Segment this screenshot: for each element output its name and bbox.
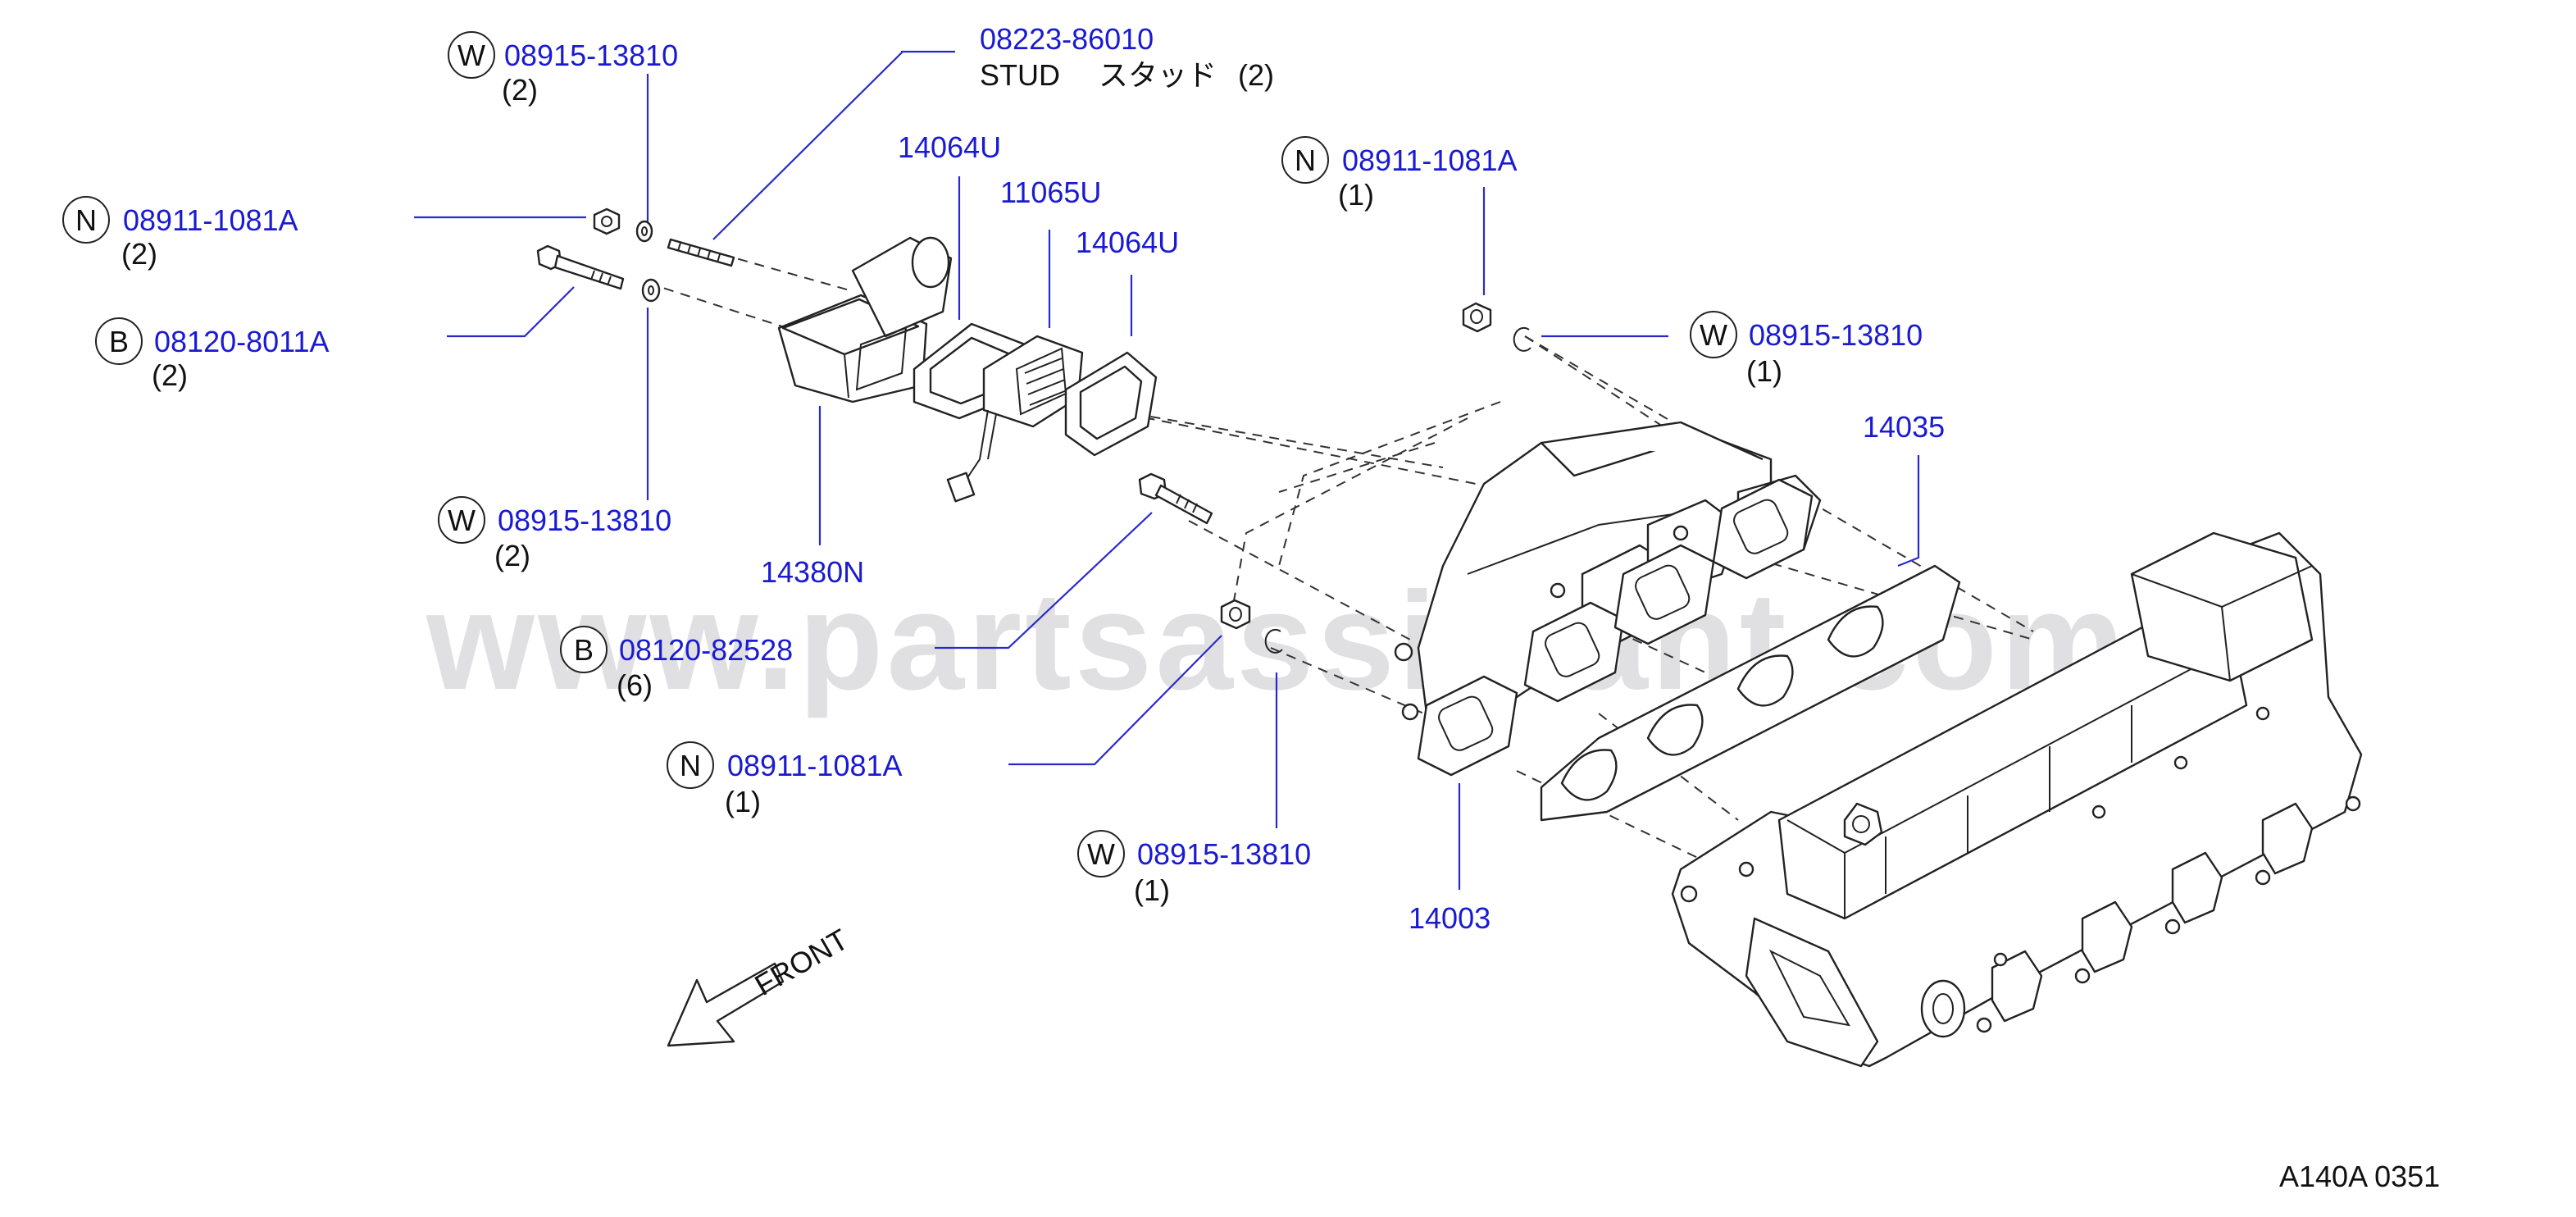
badge-b: B xyxy=(574,633,594,667)
callout-w-top: W 08915-13810 (2) xyxy=(448,31,678,107)
part-number-11065u: 11065U xyxy=(1000,175,1101,209)
part-number-14064u-a: 14064U xyxy=(898,130,1001,164)
manifold-gasket xyxy=(1540,564,1961,822)
part-number: 08915-13810 xyxy=(1749,318,1923,352)
part-qty: (2) xyxy=(494,539,530,572)
badge-w: W xyxy=(1087,837,1115,871)
front-label: FRONT xyxy=(749,922,854,1002)
part-number: 08915-13810 xyxy=(498,504,671,537)
part-qty: (2) xyxy=(502,73,538,107)
callout-n-center: N 08911-1081A (1) xyxy=(667,741,903,818)
washer-icon xyxy=(635,220,653,243)
callout-stud: 08223-86010 STUD スタッド (2) xyxy=(980,22,1274,92)
part-number: 08911-1081A xyxy=(1342,144,1518,177)
leader-lines xyxy=(414,50,1920,890)
nut-icon xyxy=(593,207,621,235)
badge-b: B xyxy=(109,325,129,358)
washer-icon xyxy=(641,278,661,303)
part-number: 08120-82528 xyxy=(619,633,793,667)
bolt-icon xyxy=(536,244,625,290)
part-number-14380n: 14380N xyxy=(761,555,864,589)
callout-w-center: W 08915-13810 (1) xyxy=(1077,830,1311,907)
part-number-14035: 14035 xyxy=(1863,410,1945,444)
oil-cap-icon xyxy=(1843,802,1883,846)
bolt-icon xyxy=(1138,472,1213,525)
callout-w-mid-left: W 08915-13810 (2) xyxy=(438,496,671,572)
head-studs xyxy=(1680,706,2361,1033)
callouts: W 08915-13810 (2) 08223-86010 STUD スタッド … xyxy=(62,22,2440,1193)
part-number: 08120-8011A xyxy=(154,325,330,358)
part-qty: (1) xyxy=(1746,354,1782,388)
washer-icon xyxy=(1264,628,1283,654)
callout-n-left: N 08911-1081A (2) xyxy=(62,196,298,271)
hardware-parts xyxy=(536,207,1531,654)
part-qty: (2) xyxy=(121,237,157,271)
manifold-flanges xyxy=(1417,478,1814,777)
part-number-14064u-b: 14064U xyxy=(1076,226,1179,259)
badge-n: N xyxy=(680,749,701,782)
part-qty: (1) xyxy=(725,785,761,818)
part-number: 08915-13810 xyxy=(504,39,678,72)
front-arrow: FRONT xyxy=(667,922,854,1047)
part-qty: (1) xyxy=(1338,178,1374,212)
part-qty: (2) xyxy=(152,358,188,392)
washer-icon xyxy=(1513,326,1531,352)
badge-w: W xyxy=(1700,318,1727,352)
part-number: 08911-1081A xyxy=(123,203,298,237)
part-qty: (2) xyxy=(1238,58,1274,92)
part-number-14003: 14003 xyxy=(1409,901,1491,935)
badge-w: W xyxy=(448,504,476,537)
nut-icon xyxy=(1220,599,1251,630)
cylinder-head xyxy=(1671,531,2363,1068)
callout-b-center: B 08120-82528 (6) xyxy=(560,626,793,702)
callout-b-left: B 08120-8011A (2) xyxy=(95,317,330,392)
part-number: 08911-1081A xyxy=(727,749,903,782)
badge-w: W xyxy=(457,39,485,72)
arrow-icon xyxy=(667,962,785,1047)
part-desc: STUD xyxy=(980,58,1060,92)
diagram-code: A140A 0351 xyxy=(2279,1160,2440,1193)
part-qty: (1) xyxy=(1134,873,1170,907)
badge-n: N xyxy=(75,203,97,237)
part-desc-jp: スタッド xyxy=(1099,58,1217,92)
badge-n: N xyxy=(1295,144,1316,177)
callout-w-right: W 08915-13810 (1) xyxy=(1690,311,1923,388)
nut-icon xyxy=(1462,302,1492,333)
callout-n-upper-right: N 08911-1081A (1) xyxy=(1281,136,1518,212)
part-qty: (6) xyxy=(617,668,653,702)
inlet-assembly xyxy=(777,236,1158,503)
intake-manifold xyxy=(1394,421,1822,777)
stud-icon xyxy=(667,238,735,267)
part-number: 08915-13810 xyxy=(1137,837,1311,871)
part-number: 08223-86010 xyxy=(980,22,1154,56)
